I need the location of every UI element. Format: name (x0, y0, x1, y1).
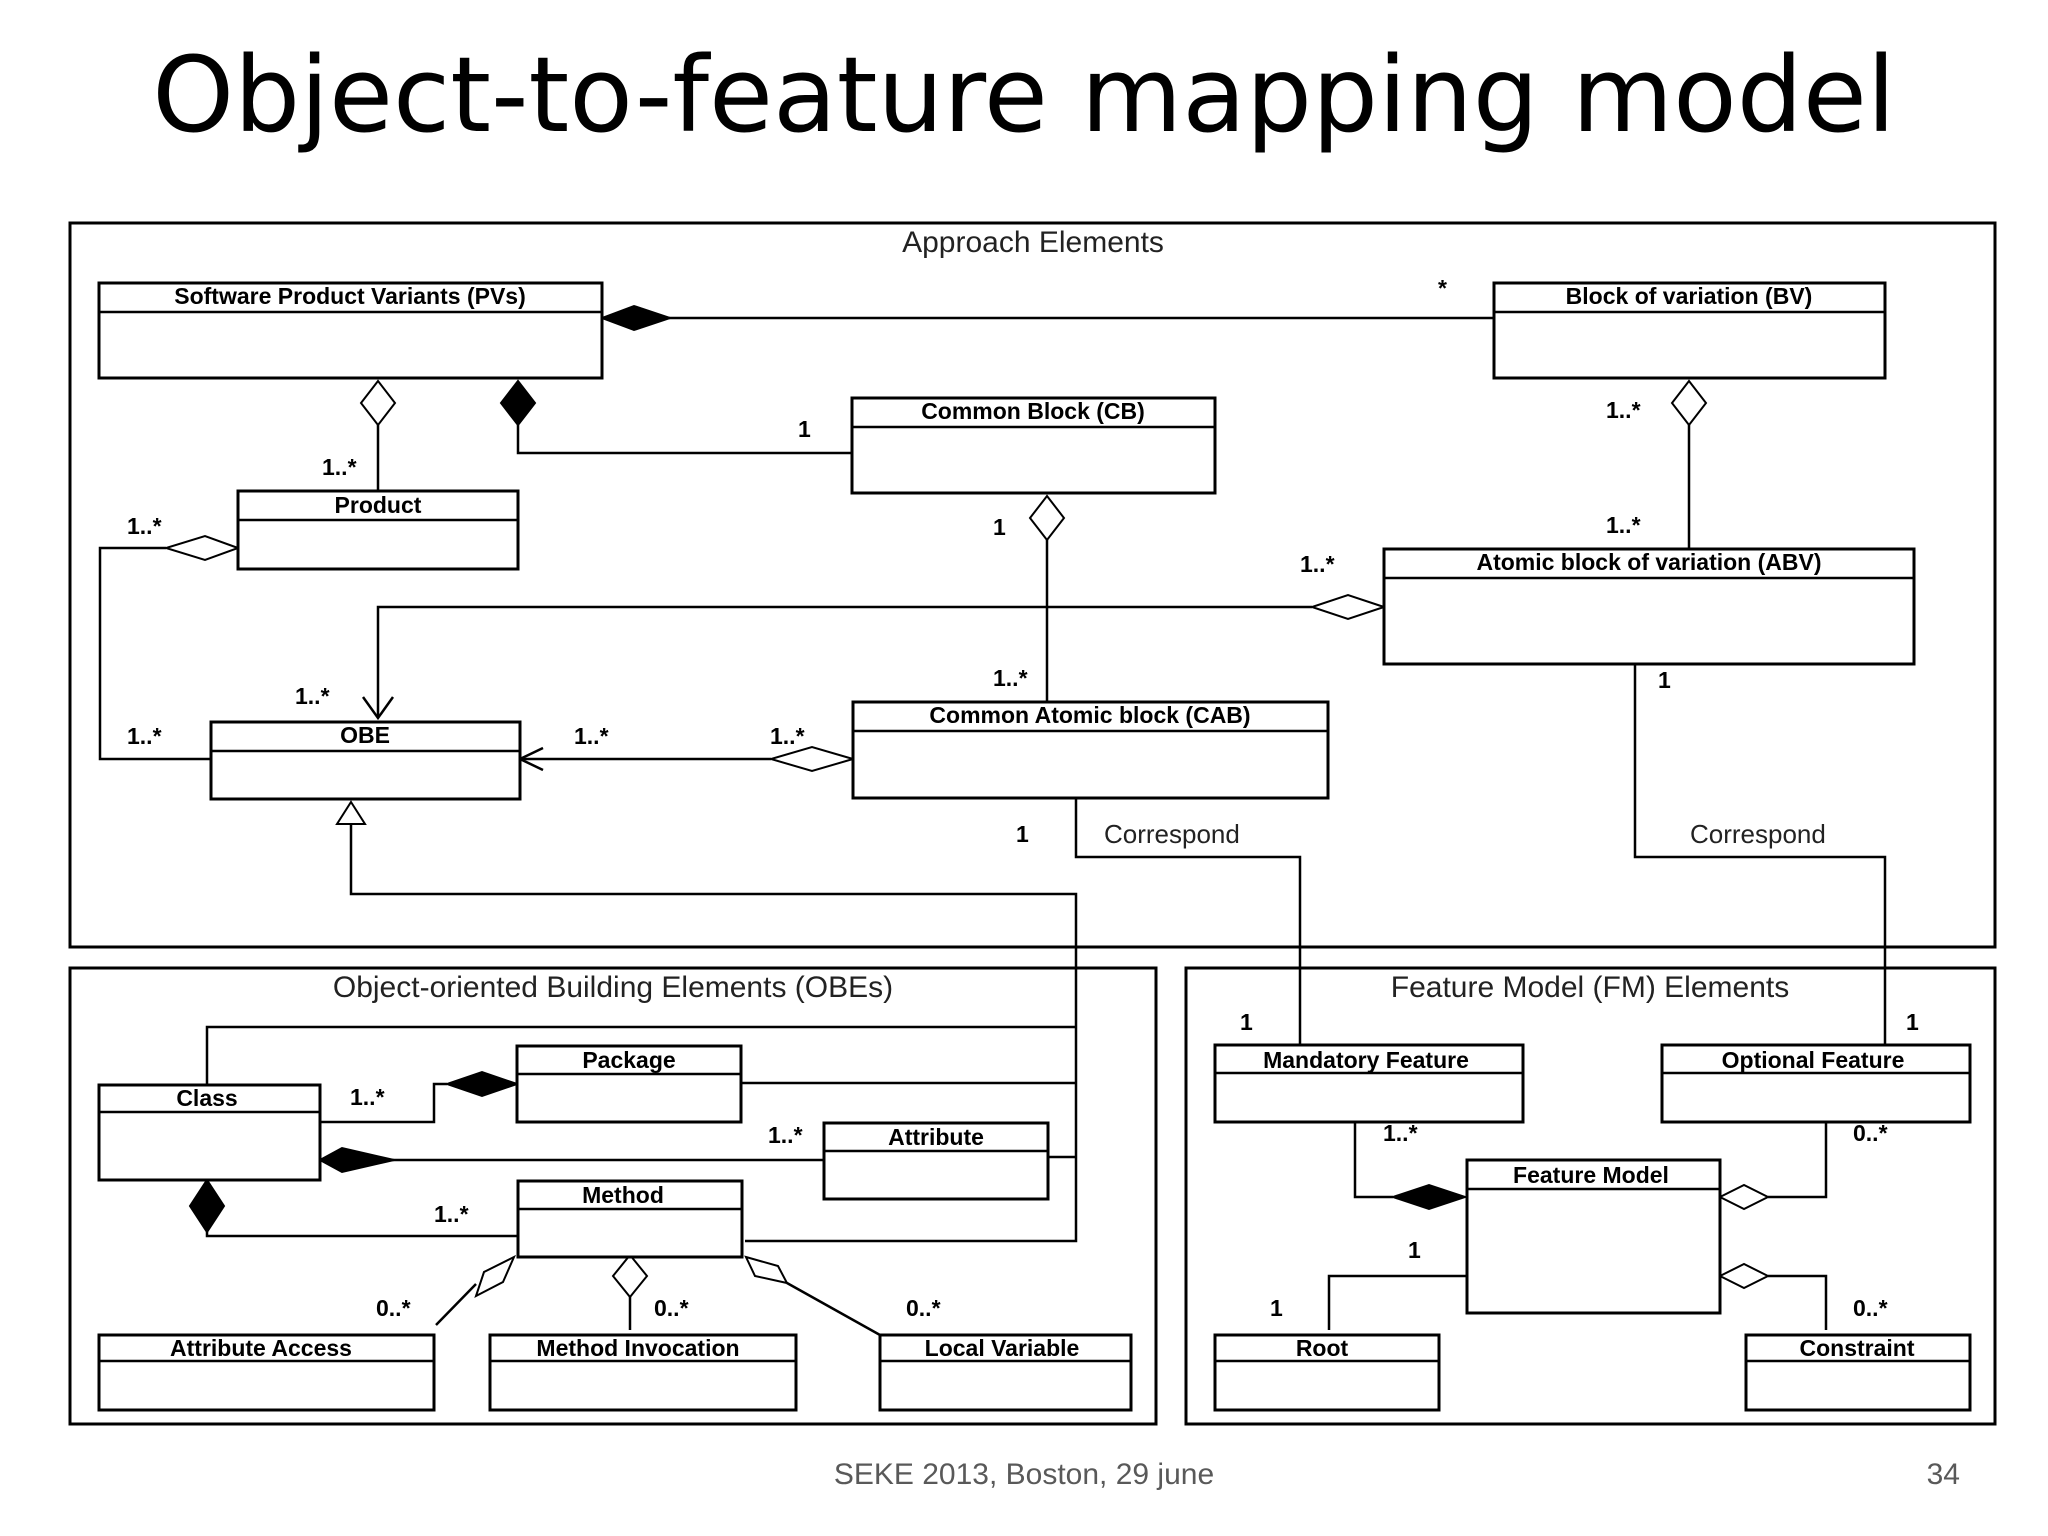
fm-elements-frame: Feature Model (FM) Elements (1184, 966, 1997, 1426)
multiplicities: * 1 1..* 1..* 1..* 1 1..* 1..* 1..* 1..*… (127, 275, 1919, 1321)
mult-product-obe-bottom: 1..* (127, 723, 162, 749)
cab-label: Common Atomic block (CAB) (929, 702, 1250, 728)
mandatory-feature-label: Mandatory Feature (1263, 1047, 1469, 1073)
cb-label: Common Block (CB) (921, 398, 1145, 424)
class-feature-model: Feature Model (1465, 1158, 1722, 1315)
mult-fm-mandatory: 1..* (1383, 1120, 1418, 1146)
mult-method-local-variable: 0..* (906, 1295, 941, 1321)
mult-bv-abv-bottom: 1..* (1606, 512, 1641, 538)
mult-cb-cab-bottom: 1..* (993, 665, 1028, 691)
approach-elements-title: Approach Elements (902, 226, 1164, 259)
method-attribute-access-diamond (474, 1254, 517, 1299)
class-common-atomic-block: Common Atomic block (CAB) (851, 700, 1330, 800)
class-root: Root (1213, 1333, 1441, 1412)
mult-abv-down: 1 (1658, 667, 1671, 693)
class-method-invocation: Method Invocation (488, 1333, 798, 1412)
mult-fm-constraint: 0..* (1853, 1295, 1888, 1321)
method-invocation-label: Method Invocation (536, 1335, 739, 1361)
abv-label: Atomic block of variation (ABV) (1476, 549, 1821, 575)
obe-generalization-arrow (335, 800, 367, 825)
cb-cab-aggregation-diamond (1028, 494, 1066, 542)
class-package-composition-diamond (443, 1070, 521, 1098)
class-attribute-access: Attribute Access (97, 1333, 436, 1412)
mult-optional-top: 1 (1906, 1009, 1919, 1035)
class-optional-feature: Optional Feature (1660, 1043, 1972, 1124)
mult-fm-root-top: 1 (1408, 1237, 1421, 1263)
mult-abv-obe-left: 1..* (1300, 551, 1335, 577)
cab-obe-aggregation-diamond (767, 745, 857, 773)
class-software-product-variants: Software Product Variants (PVs) (97, 281, 604, 380)
constraint-label: Constraint (1800, 1335, 1915, 1361)
product-obe-aggregation-diamond (162, 534, 241, 562)
mult-cab-down: 1 (1016, 821, 1029, 847)
class-attribute: Attribute (822, 1121, 1050, 1201)
class-package: Package (515, 1044, 743, 1124)
pvs-cb-composition-diamond (499, 379, 537, 427)
mult-class-method: 1..* (434, 1201, 469, 1227)
relationship-markers (162, 304, 1771, 1299)
mult-method-invocation: 0..* (654, 1295, 689, 1321)
fm-mandatory-composition-diamond (1389, 1183, 1469, 1211)
class-block-of-variation: Block of variation (BV) (1492, 281, 1887, 380)
mult-cab-obe-left: 1..* (574, 723, 609, 749)
method-invocation-diamond (611, 1253, 649, 1299)
attribute-access-label: Attribute Access (170, 1335, 352, 1361)
fm-optional-aggregation-diamond (1717, 1183, 1771, 1211)
obe-elements-frame: Object-oriented Building Elements (OBEs) (68, 966, 1158, 1426)
correspond-cab-label: Correspond (1104, 819, 1240, 849)
pvs-bv-composition-diamond (599, 304, 674, 332)
mult-class-package: 1..* (350, 1084, 385, 1110)
pvs-label: Software Product Variants (PVs) (174, 283, 525, 309)
mult-product-obe-top: 1..* (127, 513, 162, 539)
class-class: Class (97, 1083, 322, 1182)
class-local-variable: Local Variable (878, 1333, 1133, 1412)
class-method-composition-diamond (188, 1178, 226, 1234)
connectors (98, 316, 1887, 1337)
mult-pvs-cb: 1 (798, 416, 811, 442)
mult-cab-obe-right: 1..* (770, 723, 805, 749)
local-variable-label: Local Variable (925, 1335, 1080, 1361)
mult-fm-optional: 0..* (1853, 1120, 1888, 1146)
mult-pvs-product: 1..* (322, 454, 357, 480)
method-label: Method (582, 1182, 664, 1208)
mult-class-attribute: 1..* (768, 1122, 803, 1148)
optional-feature-label: Optional Feature (1722, 1047, 1905, 1073)
slide-title: Object-to-feature mapping model (152, 34, 1896, 156)
footer-event: SEKE 2013, Boston, 29 june (833, 1458, 1215, 1491)
correspond-abv-label: Correspond (1690, 819, 1826, 849)
class-label: Class (176, 1085, 237, 1111)
class-constraint: Constraint (1744, 1333, 1972, 1412)
class-method: Method (516, 1179, 744, 1259)
mult-method-attribute-access: 0..* (376, 1295, 411, 1321)
attribute-label: Attribute (888, 1124, 984, 1150)
bv-label: Block of variation (BV) (1566, 283, 1813, 309)
fm-elements-title: Feature Model (FM) Elements (1391, 971, 1789, 1004)
feature-model-label: Feature Model (1513, 1162, 1669, 1188)
abv-obe-aggregation-diamond (1308, 593, 1388, 621)
mult-fm-root-bottom: 1 (1270, 1295, 1283, 1321)
pvs-product-aggregation-diamond (359, 379, 397, 427)
mult-cb-cab-top: 1 (993, 514, 1006, 540)
method-local-variable-diamond (744, 1255, 789, 1285)
mult-abv-obe-arrow: 1..* (295, 683, 330, 709)
class-mandatory-feature: Mandatory Feature (1213, 1043, 1525, 1124)
bv-abv-aggregation-diamond (1670, 379, 1708, 427)
obe-label: OBE (340, 722, 390, 748)
product-label: Product (335, 492, 422, 518)
class-common-block: Common Block (CB) (850, 396, 1217, 495)
class-product: Product (236, 489, 520, 571)
mult-bv-abv-top: 1..* (1606, 397, 1641, 423)
mult-mandatory-top: 1 (1240, 1009, 1253, 1035)
approach-elements-frame: Approach Elements (68, 221, 1997, 949)
class-attribute-composition-diamond (317, 1146, 395, 1174)
package-label: Package (582, 1047, 675, 1073)
mult-pvs-bv: * (1438, 275, 1447, 301)
class-atomic-block-of-variation: Atomic block of variation (ABV) (1382, 547, 1916, 666)
class-obe: OBE (209, 720, 522, 801)
fm-constraint-aggregation-diamond (1717, 1262, 1771, 1290)
obe-elements-title: Object-oriented Building Elements (OBEs) (333, 971, 893, 1004)
root-label: Root (1296, 1335, 1349, 1361)
page-number: 34 (1926, 1458, 1960, 1491)
